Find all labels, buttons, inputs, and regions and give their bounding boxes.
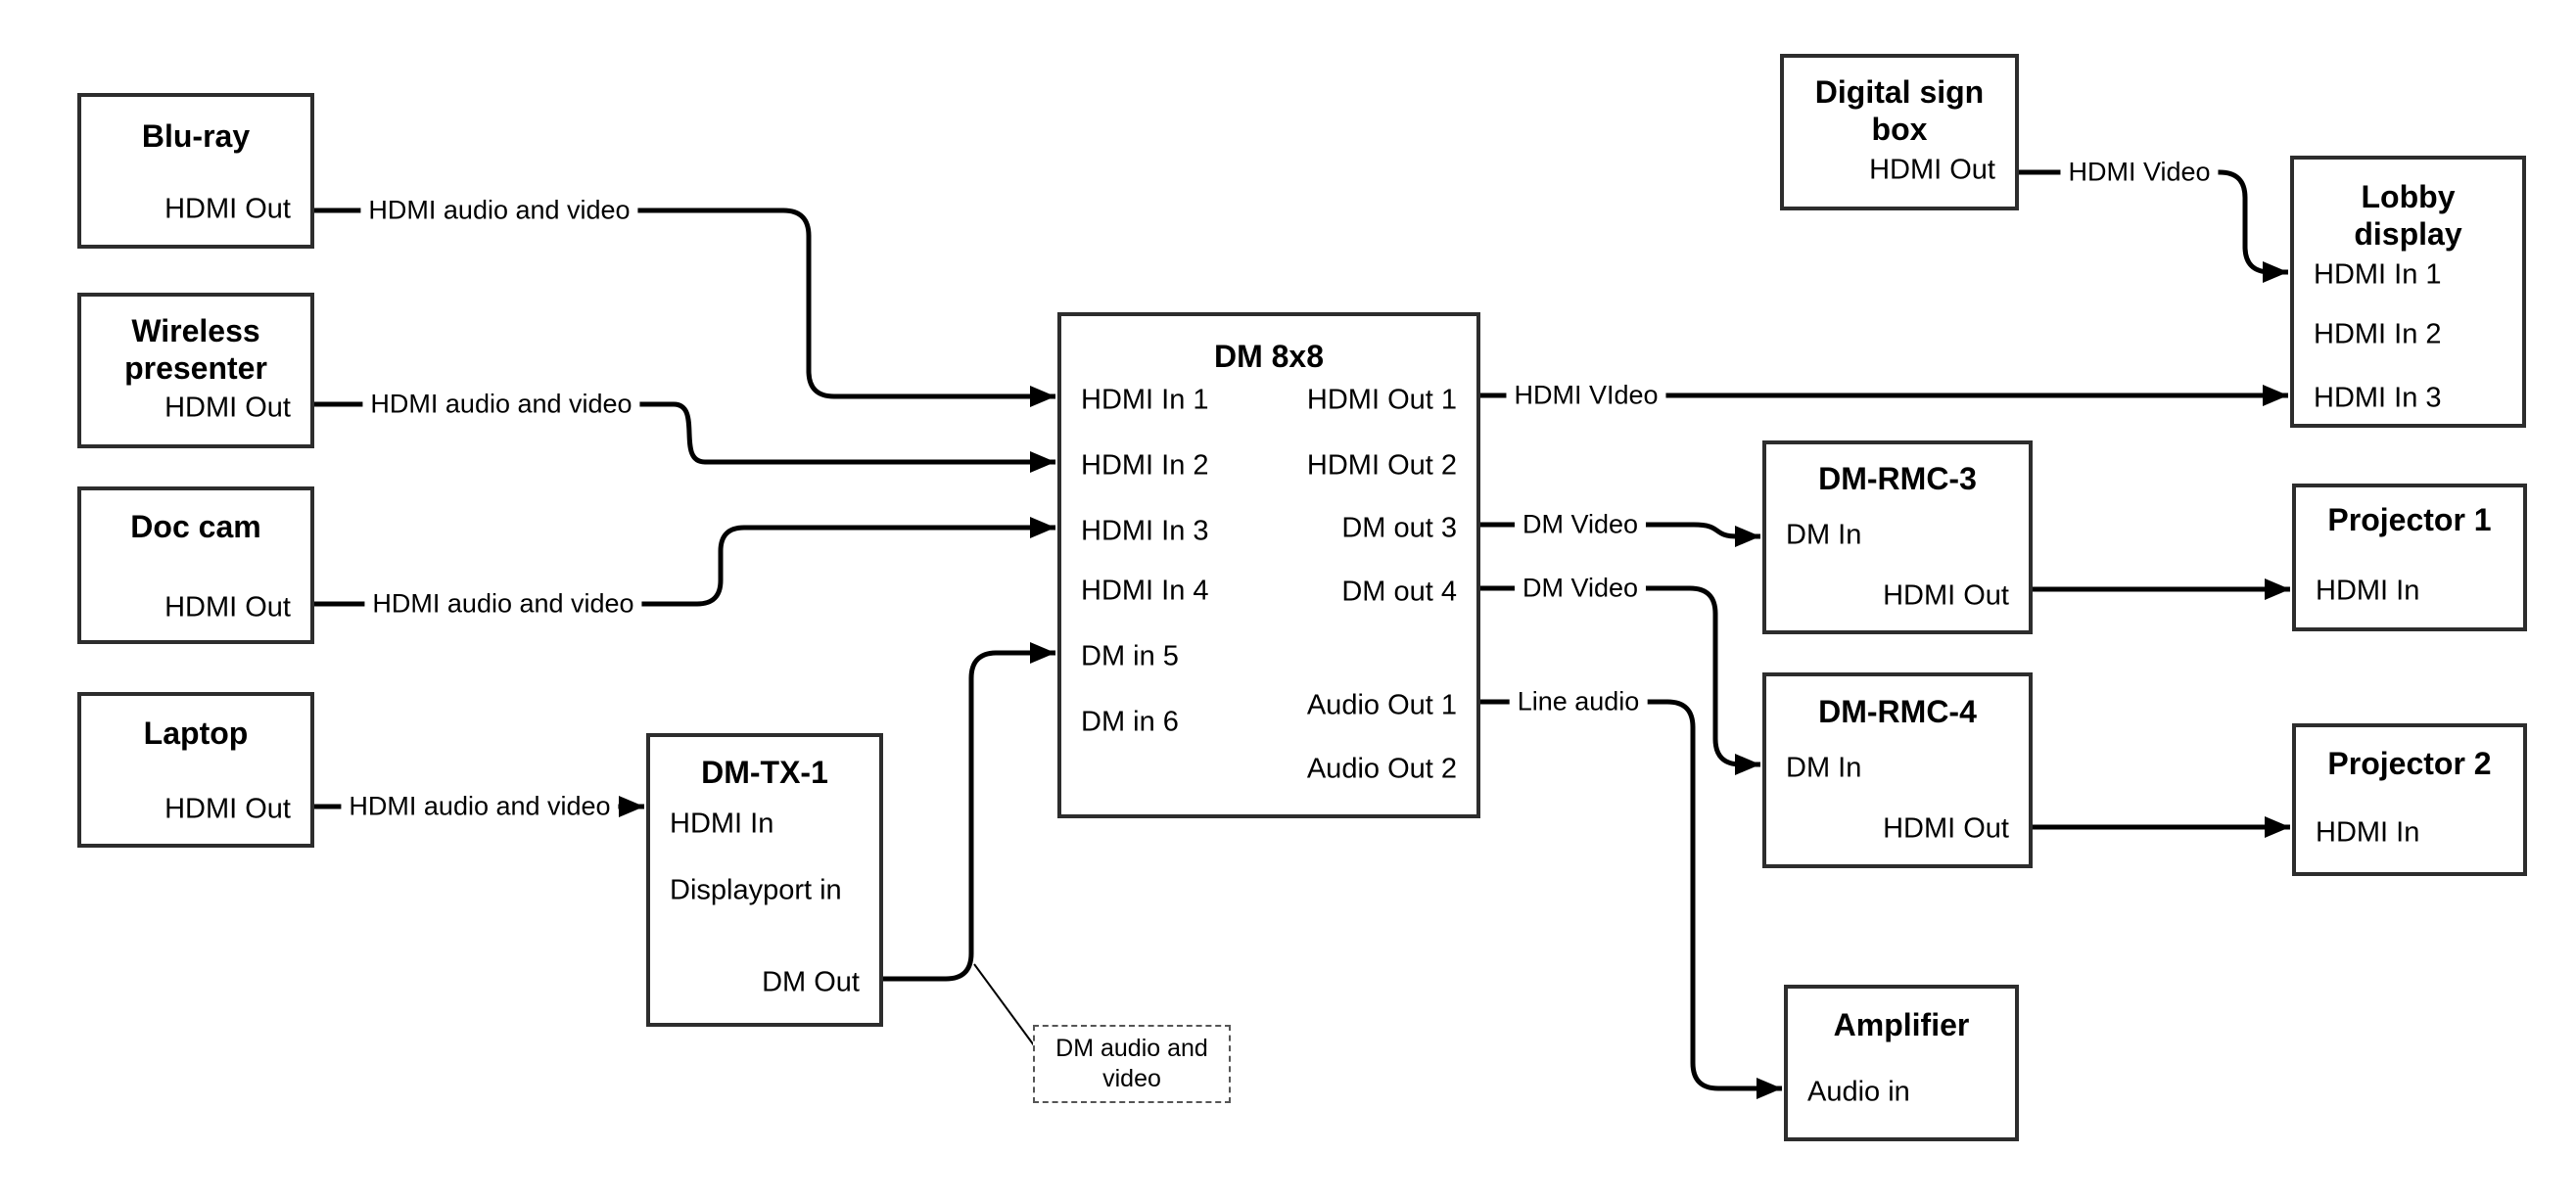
port-hdmi-out: HDMI Out: [164, 793, 291, 825]
node-lobby-display: Lobby display HDMI In 1 HDMI In 2 HDMI I…: [2290, 156, 2526, 428]
wire-digitalsign-to-lobby-in1: [2019, 169, 2288, 283]
port-dm-out: DM Out: [762, 966, 860, 998]
port-hdmi-out: HDMI Out: [164, 591, 291, 624]
node-title: Laptop: [143, 716, 249, 751]
port-audio-out-1: Audio Out 1: [1306, 689, 1457, 721]
note-dm-audio-and-video: DM audio and video: [1033, 1025, 1231, 1103]
node-title: Wireless presenter: [124, 313, 267, 386]
node-title: Lobby display: [2354, 179, 2462, 252]
node-title: DM 8x8: [1213, 339, 1325, 374]
node-title: Amplifier: [1833, 1007, 1970, 1042]
port-hdmi-out: HDMI Out: [1883, 579, 2009, 612]
port-hdmi-out: HDMI Out: [1883, 812, 2009, 845]
wire-dm8x8-audio1-to-amplifier: [1480, 699, 1782, 1099]
node-wireless-presenter: Wireless presenter HDMI Out: [77, 293, 314, 448]
wire-label-dm-out-3: DM Video: [1514, 507, 1647, 542]
wire-label-wireless: HDMI audio and video: [362, 387, 640, 422]
port-hdmi-in-2: HDMI In 2: [2314, 318, 2442, 350]
wire-dmtx1-to-dm8x8-in5: [883, 642, 1055, 982]
port-hdmi-out-2: HDMI Out 2: [1306, 449, 1457, 482]
note-text: DM audio and video: [1055, 1035, 1208, 1092]
node-title: Digital sign box: [1814, 74, 1985, 147]
port-hdmi-out: HDMI Out: [164, 392, 291, 424]
port-displayport-in: Displayport in: [670, 874, 842, 906]
port-hdmi-in-4: HDMI In 4: [1081, 575, 1209, 607]
note-callout-line: [973, 963, 1035, 1046]
port-dm-out-3: DM out 3: [1341, 512, 1457, 544]
wire-label-digitalsign: HDMI Video: [2060, 155, 2219, 190]
wire-label-dm-out-4: DM Video: [1514, 571, 1647, 606]
port-hdmi-in-2: HDMI In 2: [1081, 449, 1209, 482]
node-dm-tx-1: DM-TX-1 HDMI In Displayport in DM Out: [646, 733, 883, 1027]
node-projector-1: Projector 1 HDMI In: [2292, 484, 2527, 631]
port-hdmi-out-1: HDMI Out 1: [1306, 384, 1457, 416]
port-hdmi-in-3: HDMI In 3: [1081, 515, 1209, 547]
node-amplifier: Amplifier Audio in: [1784, 985, 2019, 1141]
port-dm-in-6: DM in 6: [1081, 706, 1179, 738]
port-hdmi-in-1: HDMI In 1: [1081, 384, 1209, 416]
port-audio-in: Audio in: [1807, 1076, 1910, 1108]
node-title: DM-RMC-4: [1818, 694, 1977, 729]
wire-dm8x8-out4-to-dmrmc4: [1480, 585, 1760, 775]
node-dm-8x8: DM 8x8 HDMI In 1 HDMI In 2 HDMI In 3 HDM…: [1057, 312, 1480, 818]
port-hdmi-out: HDMI Out: [1869, 154, 1995, 186]
node-dm-rmc-4: DM-RMC-4 DM In HDMI Out: [1762, 672, 2033, 868]
wire-wireless-to-dm8x8-in2: [314, 401, 1055, 473]
wire-dm8x8-out3-to-dmrmc3: [1480, 522, 1760, 547]
port-dm-out-4: DM out 4: [1341, 576, 1457, 608]
port-hdmi-in: HDMI In: [2316, 575, 2420, 607]
node-title: Projector 2: [2327, 746, 2492, 781]
port-dm-in: DM In: [1786, 752, 1862, 784]
wire-label-bluray: HDMI audio and video: [360, 193, 638, 228]
wire-bluray-to-dm8x8-in1: [314, 208, 1055, 407]
node-dm-rmc-3: DM-RMC-3 DM In HDMI Out: [1762, 440, 2033, 634]
node-title: DM-TX-1: [701, 755, 828, 790]
node-title: Blu-ray: [141, 118, 251, 154]
node-digital-sign-box: Digital sign box HDMI Out: [1780, 54, 2019, 210]
node-doc-cam: Doc cam HDMI Out: [77, 486, 314, 644]
wire-label-laptop: HDMI audio and video: [341, 789, 619, 824]
node-projector-2: Projector 2 HDMI In: [2292, 723, 2527, 876]
wire-label-audio-out-1: Line audio: [1509, 684, 1648, 719]
node-title: DM-RMC-3: [1818, 461, 1977, 496]
wire-label-doccam: HDMI audio and video: [364, 586, 642, 622]
node-laptop: Laptop HDMI Out: [77, 692, 314, 848]
port-audio-out-2: Audio Out 2: [1306, 753, 1457, 785]
port-hdmi-in-3: HDMI In 3: [2314, 382, 2442, 414]
wire-label-hdmi-out-1: HDMI VIdeo: [1506, 378, 1666, 413]
port-hdmi-in: HDMI In: [670, 808, 774, 840]
node-title: Doc cam: [130, 509, 261, 544]
node-bluray: Blu-ray HDMI Out: [77, 93, 314, 249]
port-dm-in-5: DM in 5: [1081, 640, 1179, 672]
port-hdmi-out: HDMI Out: [164, 193, 291, 225]
port-hdmi-in: HDMI In: [2316, 816, 2420, 849]
port-dm-in: DM In: [1786, 519, 1862, 551]
node-title: Projector 1: [2327, 502, 2492, 537]
wire-doccam-to-dm8x8-in3: [314, 517, 1055, 607]
port-hdmi-in-1: HDMI In 1: [2314, 258, 2442, 291]
